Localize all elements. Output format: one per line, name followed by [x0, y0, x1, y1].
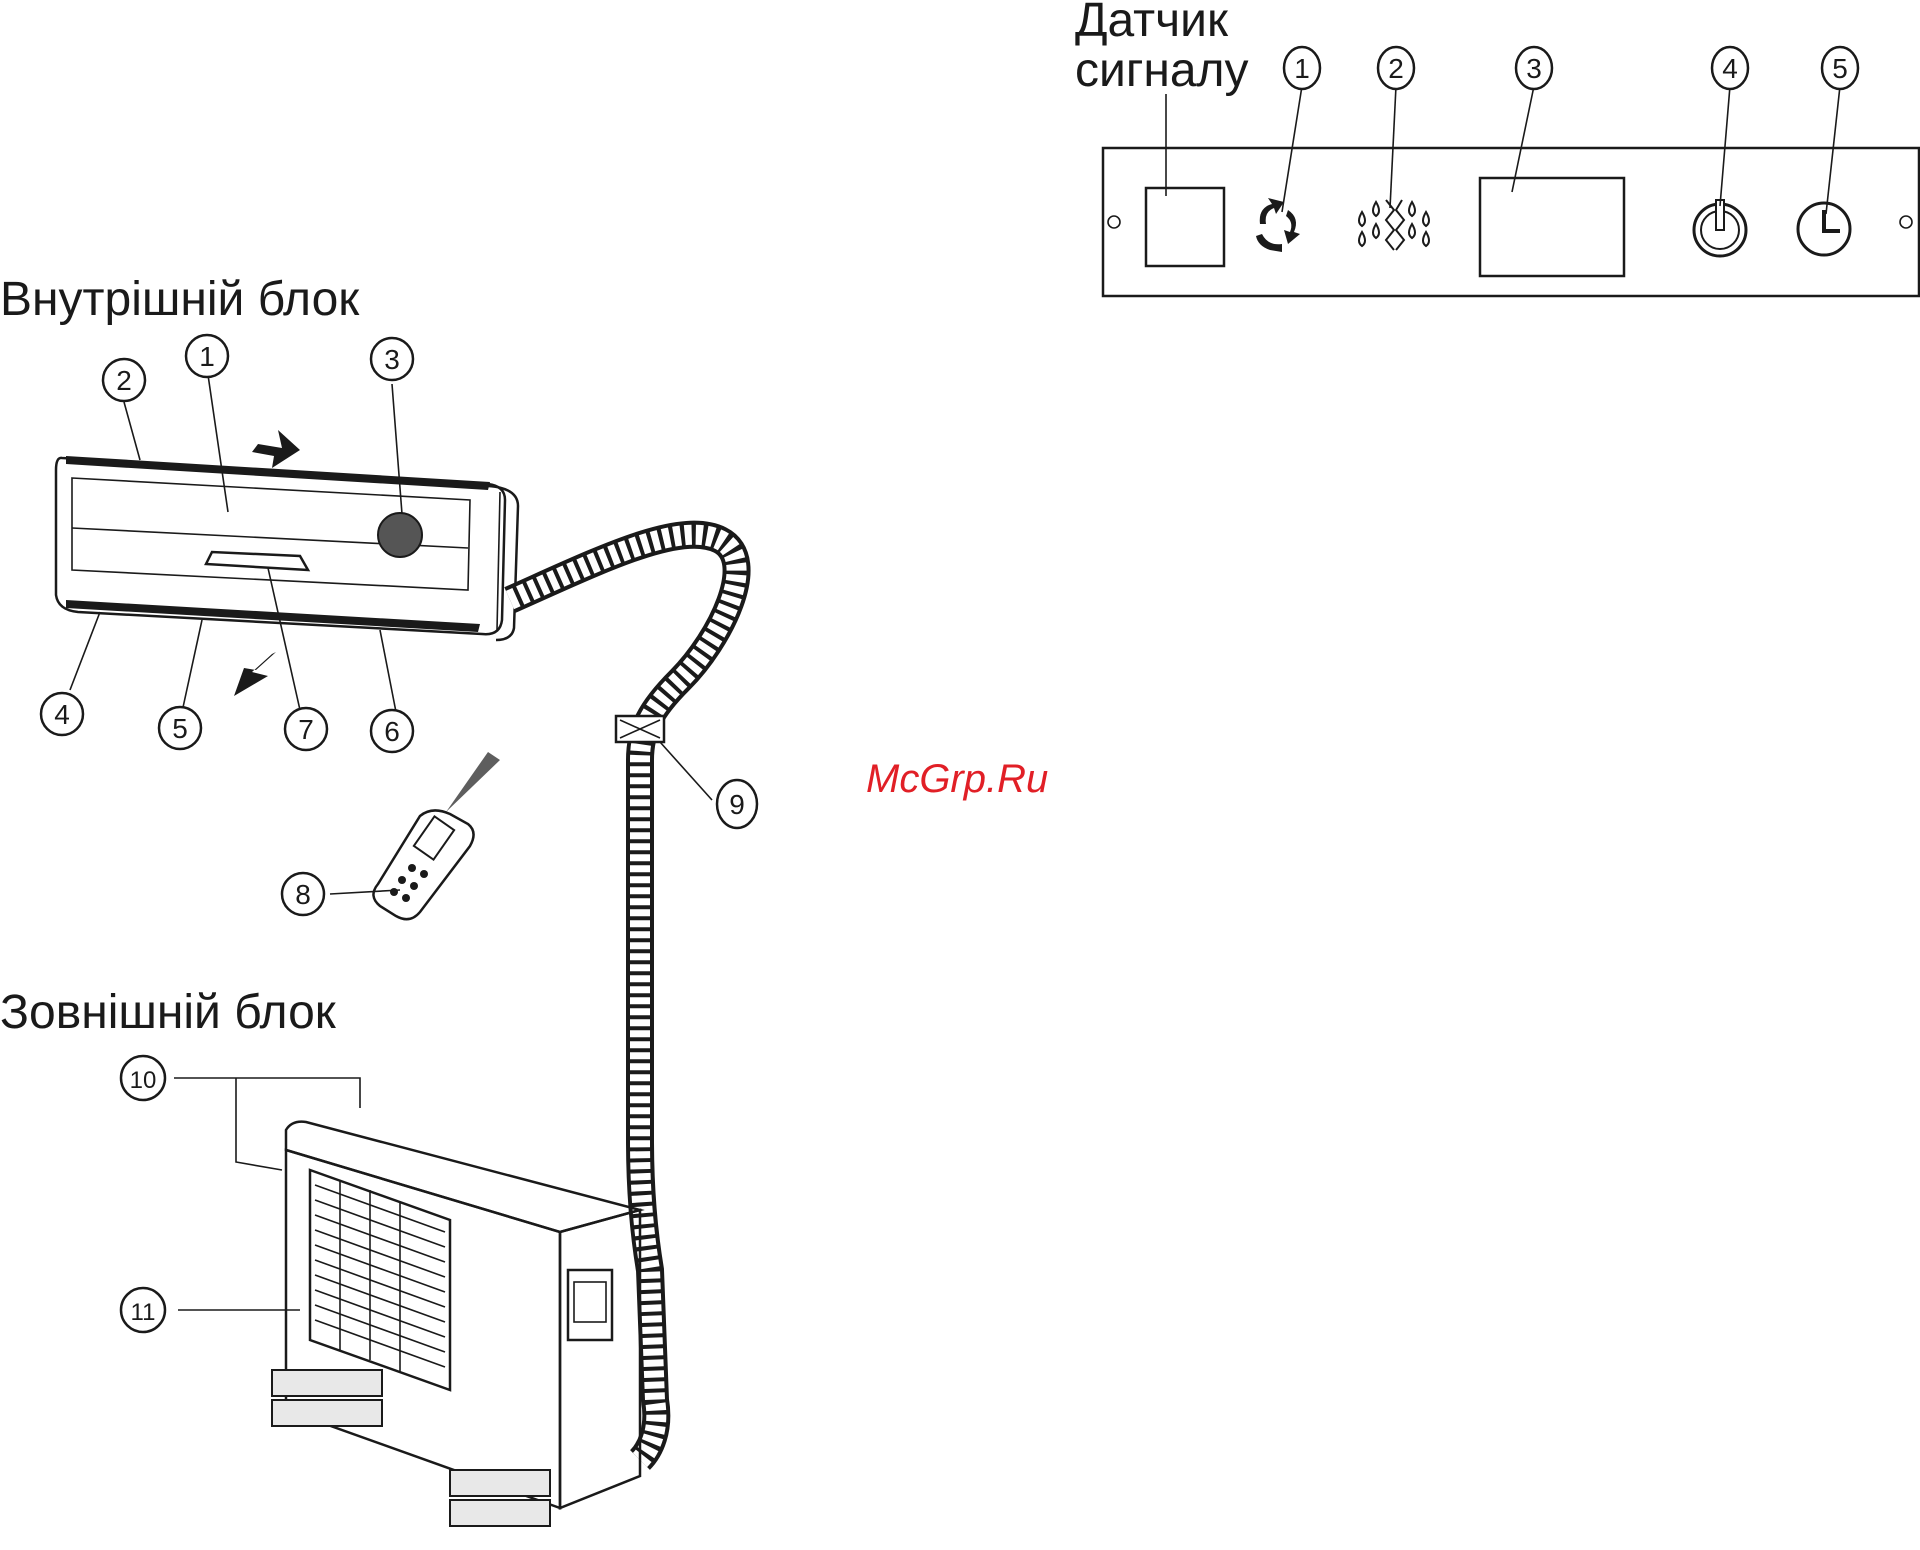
- signal-sensor-window: [1146, 188, 1224, 266]
- callout-6: 6: [384, 716, 400, 747]
- display-window: [1480, 178, 1624, 276]
- signal-sensor-label-line1: Датчик: [1075, 0, 1229, 47]
- remote-control: [373, 752, 500, 919]
- refrigerant-pipe: [510, 535, 737, 1460]
- callout-4: 4: [54, 699, 70, 730]
- callout-5: 5: [172, 713, 188, 744]
- signal-sensor-label-line2: сигналу: [1075, 44, 1249, 97]
- indoor-unit: [56, 430, 518, 696]
- outdoor-unit: [272, 1122, 640, 1526]
- callout-10: 10: [130, 1067, 157, 1094]
- panel-callout-5: 5: [1832, 53, 1848, 84]
- indoor-unit-title: Внутрішній блок: [0, 273, 360, 326]
- callout-3: 3: [384, 344, 400, 375]
- indoor-callouts: 1 2 3 4 5 6 7: [41, 335, 413, 752]
- callout-1: 1: [199, 341, 215, 372]
- callout-11: 11: [131, 1299, 156, 1326]
- watermark: McGrp.Ru: [866, 757, 1048, 801]
- panel-callout-2: 2: [1388, 53, 1404, 84]
- callout-9: 9: [729, 789, 745, 820]
- callout-8: 8: [295, 879, 311, 910]
- panel-callout-3: 3: [1526, 53, 1542, 84]
- outdoor-unit-title: Зовнішній блок: [0, 986, 337, 1039]
- other-callouts: 8 9 10 11: [121, 780, 757, 1332]
- leader-lines: [70, 368, 712, 1310]
- callout-2: 2: [116, 365, 132, 396]
- panel-callout-1: 1: [1294, 53, 1310, 84]
- callout-7: 7: [298, 714, 314, 745]
- panel-callout-4: 4: [1722, 53, 1738, 84]
